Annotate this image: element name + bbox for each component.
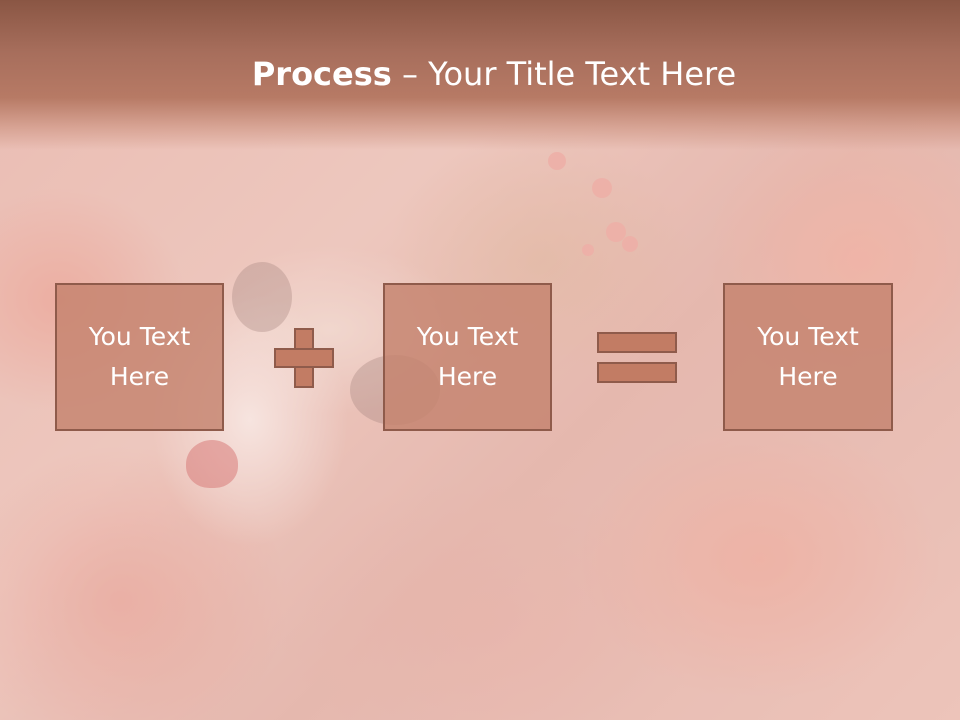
title-bar — [0, 0, 960, 150]
bead-decoration — [548, 152, 566, 170]
plus-icon — [274, 328, 334, 388]
process-box-line2: Here — [109, 362, 170, 391]
equals-top-bar — [597, 332, 677, 353]
equals-bottom-bar — [597, 362, 677, 383]
process-box-text: You Text Here — [80, 317, 200, 397]
mask-eye-decoration — [232, 262, 292, 332]
bead-decoration — [592, 178, 612, 198]
process-box-text: You Text Here — [408, 317, 528, 397]
bead-decoration — [622, 236, 638, 252]
bead-decoration — [582, 244, 594, 256]
lips-decoration — [186, 440, 238, 488]
process-box-line1: You Text — [416, 322, 519, 351]
slide-title: Process – Your Title Text Here — [0, 52, 960, 96]
process-box-3[interactable]: You Text Here — [723, 283, 893, 431]
process-box-1[interactable]: You Text Here — [55, 283, 224, 431]
title-rest: – Your Title Text Here — [391, 55, 737, 93]
process-box-line2: Here — [437, 362, 498, 391]
bead-decoration — [606, 222, 626, 242]
process-box-text: You Text Here — [748, 317, 868, 397]
process-box-line1: You Text — [757, 322, 859, 351]
plus-center — [296, 350, 312, 366]
process-box-2[interactable]: You Text Here — [383, 283, 552, 431]
equals-icon — [597, 332, 677, 384]
process-box-line1: You Text — [88, 322, 191, 351]
title-bold: Process — [251, 55, 392, 93]
process-box-line2: Here — [778, 362, 838, 391]
